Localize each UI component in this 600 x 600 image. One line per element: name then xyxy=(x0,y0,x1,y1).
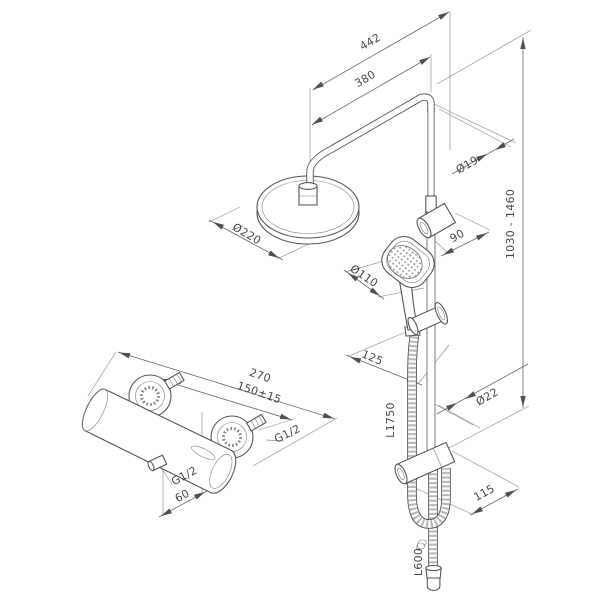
shower-arm xyxy=(306,93,435,188)
flex-hose-squiggle xyxy=(416,539,427,552)
dim-label-380: 380 xyxy=(353,68,378,90)
hose-l600 xyxy=(425,460,442,592)
dim-line-380 xyxy=(311,56,431,126)
dimension-arrows xyxy=(119,12,526,516)
body-slot xyxy=(191,445,216,460)
mixer-outlet xyxy=(147,454,168,472)
dim-line-150 xyxy=(154,377,293,421)
dim-label-90: 90 xyxy=(448,227,467,246)
dim-label-dia-22: Ø22 xyxy=(474,385,501,408)
knurled-knob xyxy=(140,386,160,406)
wall-bracket xyxy=(416,202,457,239)
dim-label-125: 125 xyxy=(360,348,385,369)
dim-label-g12-side: G1/2 xyxy=(272,422,302,446)
dim-label-442: 442 xyxy=(358,31,383,53)
hose-end-fitting xyxy=(425,564,442,592)
shower-column-pipe xyxy=(425,108,437,452)
spray-face xyxy=(387,245,423,279)
dim-line-270 xyxy=(117,351,336,420)
rain-shower-head xyxy=(256,175,360,245)
dim-label-hose-length: L1750 xyxy=(384,402,397,438)
dim-label-115: 115 xyxy=(472,482,497,504)
g12-side-leader xyxy=(265,439,285,442)
dim-label-height-range: 1030 - 1460 xyxy=(504,189,517,259)
dim-label-hose2-length: L600 xyxy=(412,548,425,576)
mixer-inlet-left xyxy=(163,371,185,390)
mixer xyxy=(81,371,267,494)
dim-line-442 xyxy=(312,11,450,91)
hand-shower-head xyxy=(381,235,435,289)
dim-label-60: 60 xyxy=(173,487,192,505)
handle-cup xyxy=(407,316,419,336)
arm-connector xyxy=(298,182,318,206)
dim-label-dia-220: Ø220 xyxy=(230,221,263,248)
mixer-inlet-right xyxy=(245,413,267,432)
dim-label-dia-110: Ø110 xyxy=(348,262,381,290)
bottom-elbow xyxy=(394,441,456,485)
hand-shower-hose-l1750 xyxy=(407,331,451,529)
slider-knob xyxy=(434,302,449,325)
dim-label-150: 150±15 xyxy=(235,379,283,406)
slider-holder xyxy=(407,302,449,336)
mixer-body xyxy=(81,388,237,494)
knurled-knob xyxy=(222,427,242,447)
